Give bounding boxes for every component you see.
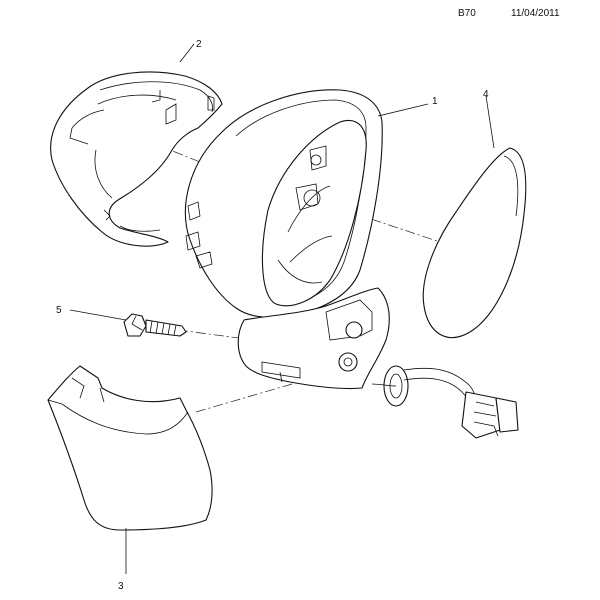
callout-labels: 1 2 3 4 5 [56,39,489,592]
drawing-date: 11/04/2011 [511,8,560,19]
leader-lines [69,43,495,574]
upper-cover-part [50,71,223,247]
callout-1: 1 [432,96,438,107]
callout-4: 4 [483,89,489,100]
callout-5: 5 [56,305,62,316]
callout-2: 2 [196,39,202,50]
callout-3: 3 [118,581,124,592]
mirror-housing-part [184,89,519,439]
drawing-code: B70 [458,8,476,19]
mirror-glass-part [422,147,527,338]
screw-part [123,313,187,337]
lower-cover-part [47,365,213,531]
